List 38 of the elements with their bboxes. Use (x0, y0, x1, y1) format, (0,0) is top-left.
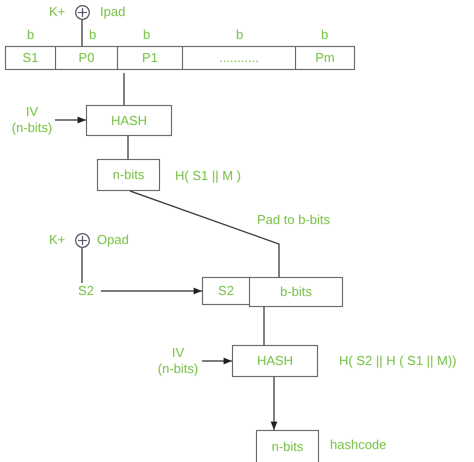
annotation-label: b (27, 27, 34, 43)
annotation-label: b (236, 27, 244, 43)
xor-symbol (75, 233, 90, 248)
process-box: S2 (202, 277, 250, 305)
connector-line (263, 307, 265, 345)
annotation-label: Opad (97, 232, 129, 248)
input-label: S2 (74, 283, 98, 299)
annotation-label: K+ (49, 232, 66, 248)
arrow (55, 116, 86, 124)
annotation-label: b (89, 27, 96, 43)
process-box: Pm (295, 46, 355, 70)
process-box: ........... (182, 46, 296, 70)
process-box: P0 (55, 46, 118, 70)
process-box: P1 (117, 46, 183, 70)
arrow (101, 288, 202, 294)
annotation-label: Ipad (100, 4, 126, 20)
process-box: b-bits (249, 277, 343, 307)
connector-line (130, 190, 280, 277)
annotation-label: H( S1 || M ) (175, 168, 241, 184)
connector-line (81, 248, 83, 283)
process-box: n-bits (256, 430, 319, 462)
annotation-label: H( S2 || H ( S1 || M)) (339, 353, 457, 369)
connector-line (81, 20, 83, 46)
input-label: IV (n-bits) (152, 345, 204, 377)
process-box: n-bits (97, 159, 160, 191)
arrow (202, 358, 232, 364)
annotation-label: b (143, 27, 150, 43)
connector-line (123, 73, 125, 105)
process-box: S1 (5, 46, 56, 70)
process-box: HASH (232, 345, 318, 377)
process-box: HASH (86, 105, 172, 136)
annotation-label: b (321, 27, 328, 43)
annotation-label: hashcode (330, 437, 386, 453)
xor-symbol (75, 5, 90, 20)
connector-line (127, 136, 129, 159)
arrow (270, 377, 278, 430)
input-label: IV (n-bits) (6, 104, 58, 136)
annotation-label: K+ (49, 4, 66, 20)
